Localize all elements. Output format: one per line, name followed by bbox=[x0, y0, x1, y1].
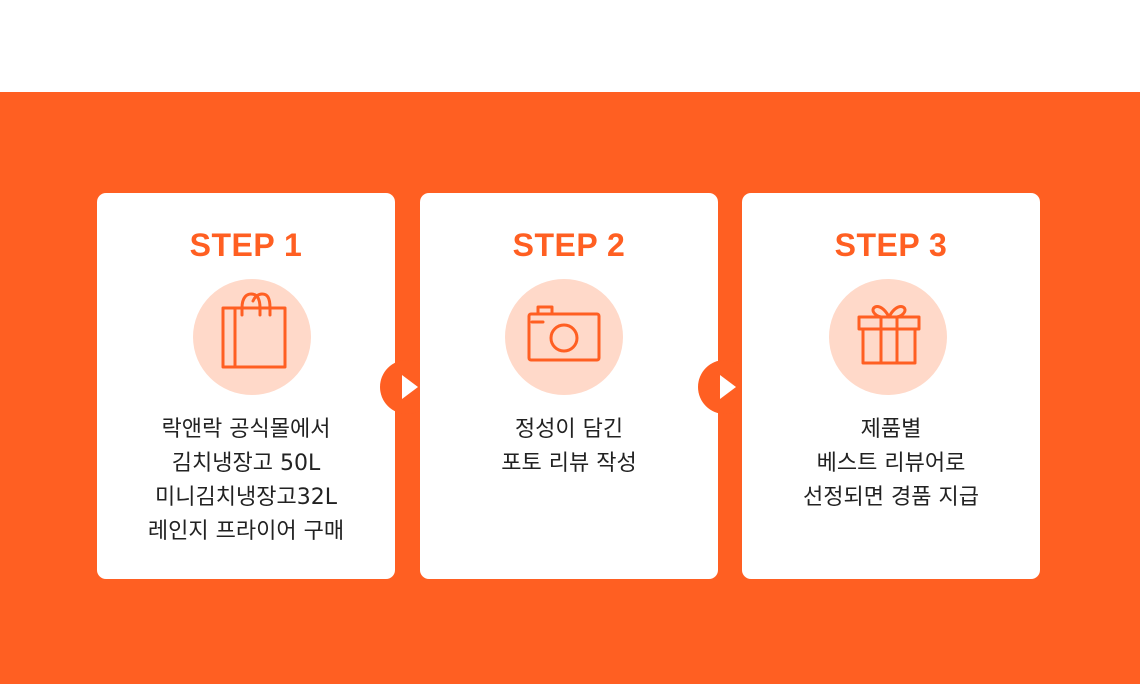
play-arrow-icon bbox=[402, 375, 418, 399]
gift-icon bbox=[857, 305, 921, 365]
step-card-2: STEP 2 정성이 담긴 포토 리뷰 작성 bbox=[420, 193, 718, 579]
description-line: 미니김치냉장고32L bbox=[155, 485, 337, 510]
step-description: 정성이 담긴 포토 리뷰 작성 bbox=[420, 413, 718, 481]
icon-circle bbox=[193, 279, 311, 395]
step-description: 락앤락 공식몰에서 김치냉장고 50L 미니김치냉장고32L 레인지 프라이어 … bbox=[97, 413, 395, 549]
description-line: 선정되면 경품 지급 bbox=[803, 485, 979, 510]
top-blank-area bbox=[0, 0, 1140, 92]
description-line: 포토 리뷰 작성 bbox=[501, 451, 637, 476]
step-card-1: STEP 1 락앤락 공식몰에서 김치냉장고 50L 미니김치냉장고32L 레인… bbox=[97, 193, 395, 579]
play-arrow-icon bbox=[720, 375, 736, 399]
icon-circle bbox=[505, 279, 623, 395]
step-title: STEP 3 bbox=[834, 227, 948, 263]
description-line: 정성이 담긴 bbox=[514, 417, 624, 442]
description-line: 레인지 프라이어 구매 bbox=[147, 519, 345, 544]
description-line: 락앤락 공식몰에서 bbox=[161, 417, 331, 442]
description-line: 제품별 bbox=[860, 417, 922, 442]
step-card-3: STEP 3 제품별 베스트 리뷰어로 선정되면 경품 지급 bbox=[742, 193, 1040, 579]
camera-icon bbox=[527, 305, 601, 362]
description-line: 김치냉장고 50L bbox=[171, 451, 321, 476]
icon-circle bbox=[829, 279, 947, 395]
step-title: STEP 1 bbox=[189, 227, 303, 263]
description-line: 베스트 리뷰어로 bbox=[816, 451, 966, 476]
step-title: STEP 2 bbox=[512, 227, 626, 263]
shopping-bag-icon bbox=[221, 292, 287, 369]
step-description: 제품별 베스트 리뷰어로 선정되면 경품 지급 bbox=[742, 413, 1040, 515]
